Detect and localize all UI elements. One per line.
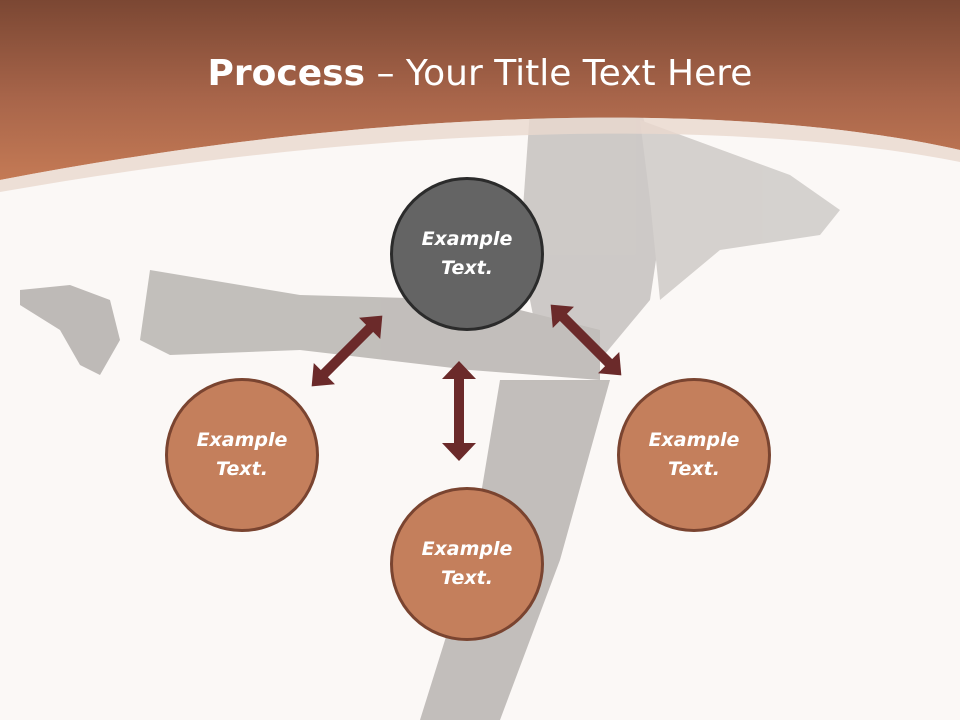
slide-title: Process – Your Title Text Here bbox=[0, 52, 960, 96]
node-left-line1: Example bbox=[196, 429, 288, 451]
node-left-line2: Text. bbox=[216, 458, 268, 480]
node-bottom-line2: Text. bbox=[441, 567, 493, 589]
node-bottom: Example Text. bbox=[390, 487, 544, 641]
node-center-line1: Example bbox=[421, 228, 513, 250]
title-bold: Process bbox=[207, 53, 366, 94]
node-right-line2: Text. bbox=[668, 458, 720, 480]
title-rest: – Your Title Text Here bbox=[365, 53, 753, 94]
header-band bbox=[0, 0, 960, 180]
node-bottom-line1: Example bbox=[421, 538, 513, 560]
node-right: Example Text. bbox=[617, 378, 771, 532]
node-left: Example Text. bbox=[165, 378, 319, 532]
node-right-line1: Example bbox=[648, 429, 740, 451]
node-center: Example Text. bbox=[390, 177, 544, 331]
header-swoosh bbox=[0, 117, 960, 192]
node-center-line2: Text. bbox=[441, 257, 493, 279]
